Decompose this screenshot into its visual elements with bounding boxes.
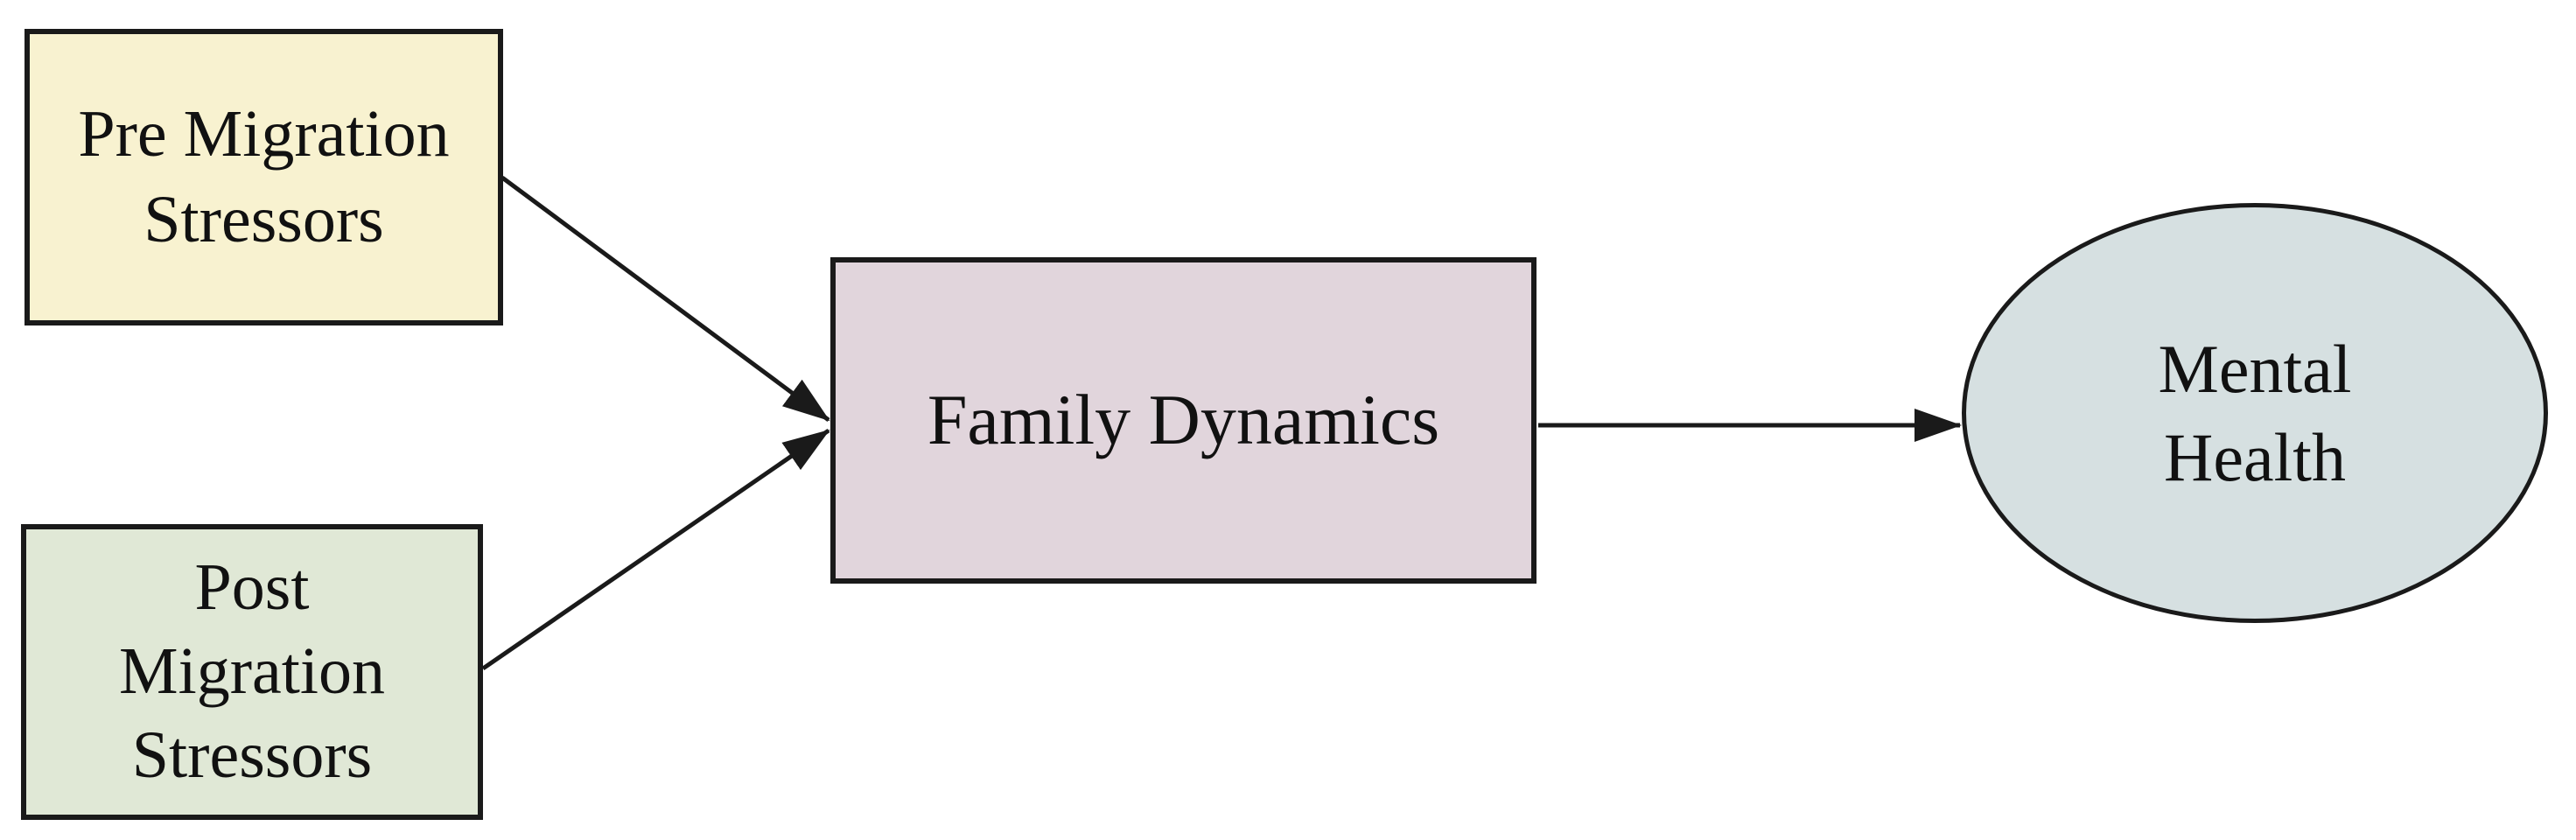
node-mental-health: Mental Health — [1962, 203, 2548, 623]
node-label-pre-migration-stressors: Pre Migration Stressors — [78, 97, 450, 256]
edge-pre-to-family — [500, 175, 830, 423]
node-pre-migration-stressors: Pre Migration Stressors — [24, 29, 503, 326]
node-post-migration-stressors: Post Migration Stressors — [21, 524, 483, 820]
node-label-mental-health: Mental Health — [2158, 330, 2352, 495]
edge-post-to-family — [481, 428, 830, 671]
node-family-dynamics: Family Dynamics — [830, 257, 1536, 584]
node-label-family-dynamics: Family Dynamics — [927, 380, 1440, 460]
node-label-post-migration-stressors: Post Migration Stressors — [119, 550, 385, 792]
